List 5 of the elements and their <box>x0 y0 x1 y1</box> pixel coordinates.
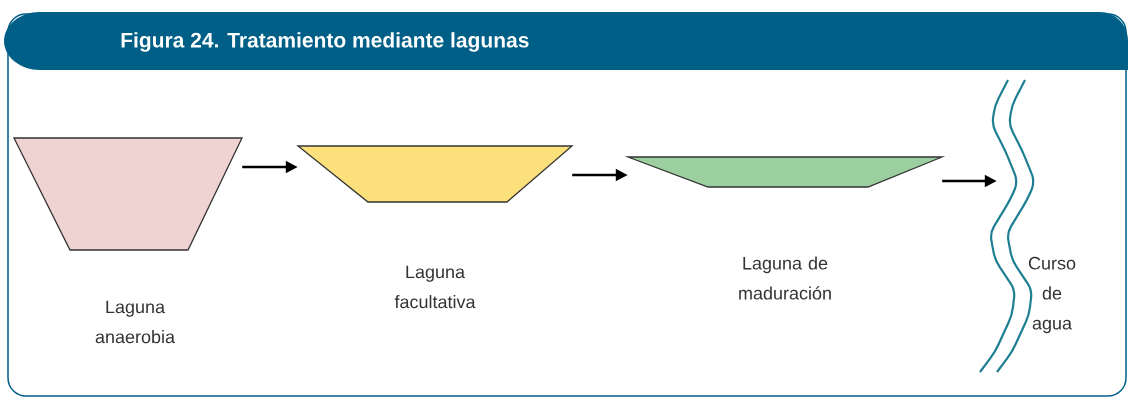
node-label: Laguna facultativa <box>394 265 476 309</box>
title-banner: Figura 24. Tratamiento mediante lagunas <box>4 12 1128 70</box>
node-label: Laguna anaerobia <box>95 300 175 344</box>
node-label: Laguna de maduración <box>739 256 831 300</box>
node-label: Curso de agua <box>1028 256 1076 334</box>
